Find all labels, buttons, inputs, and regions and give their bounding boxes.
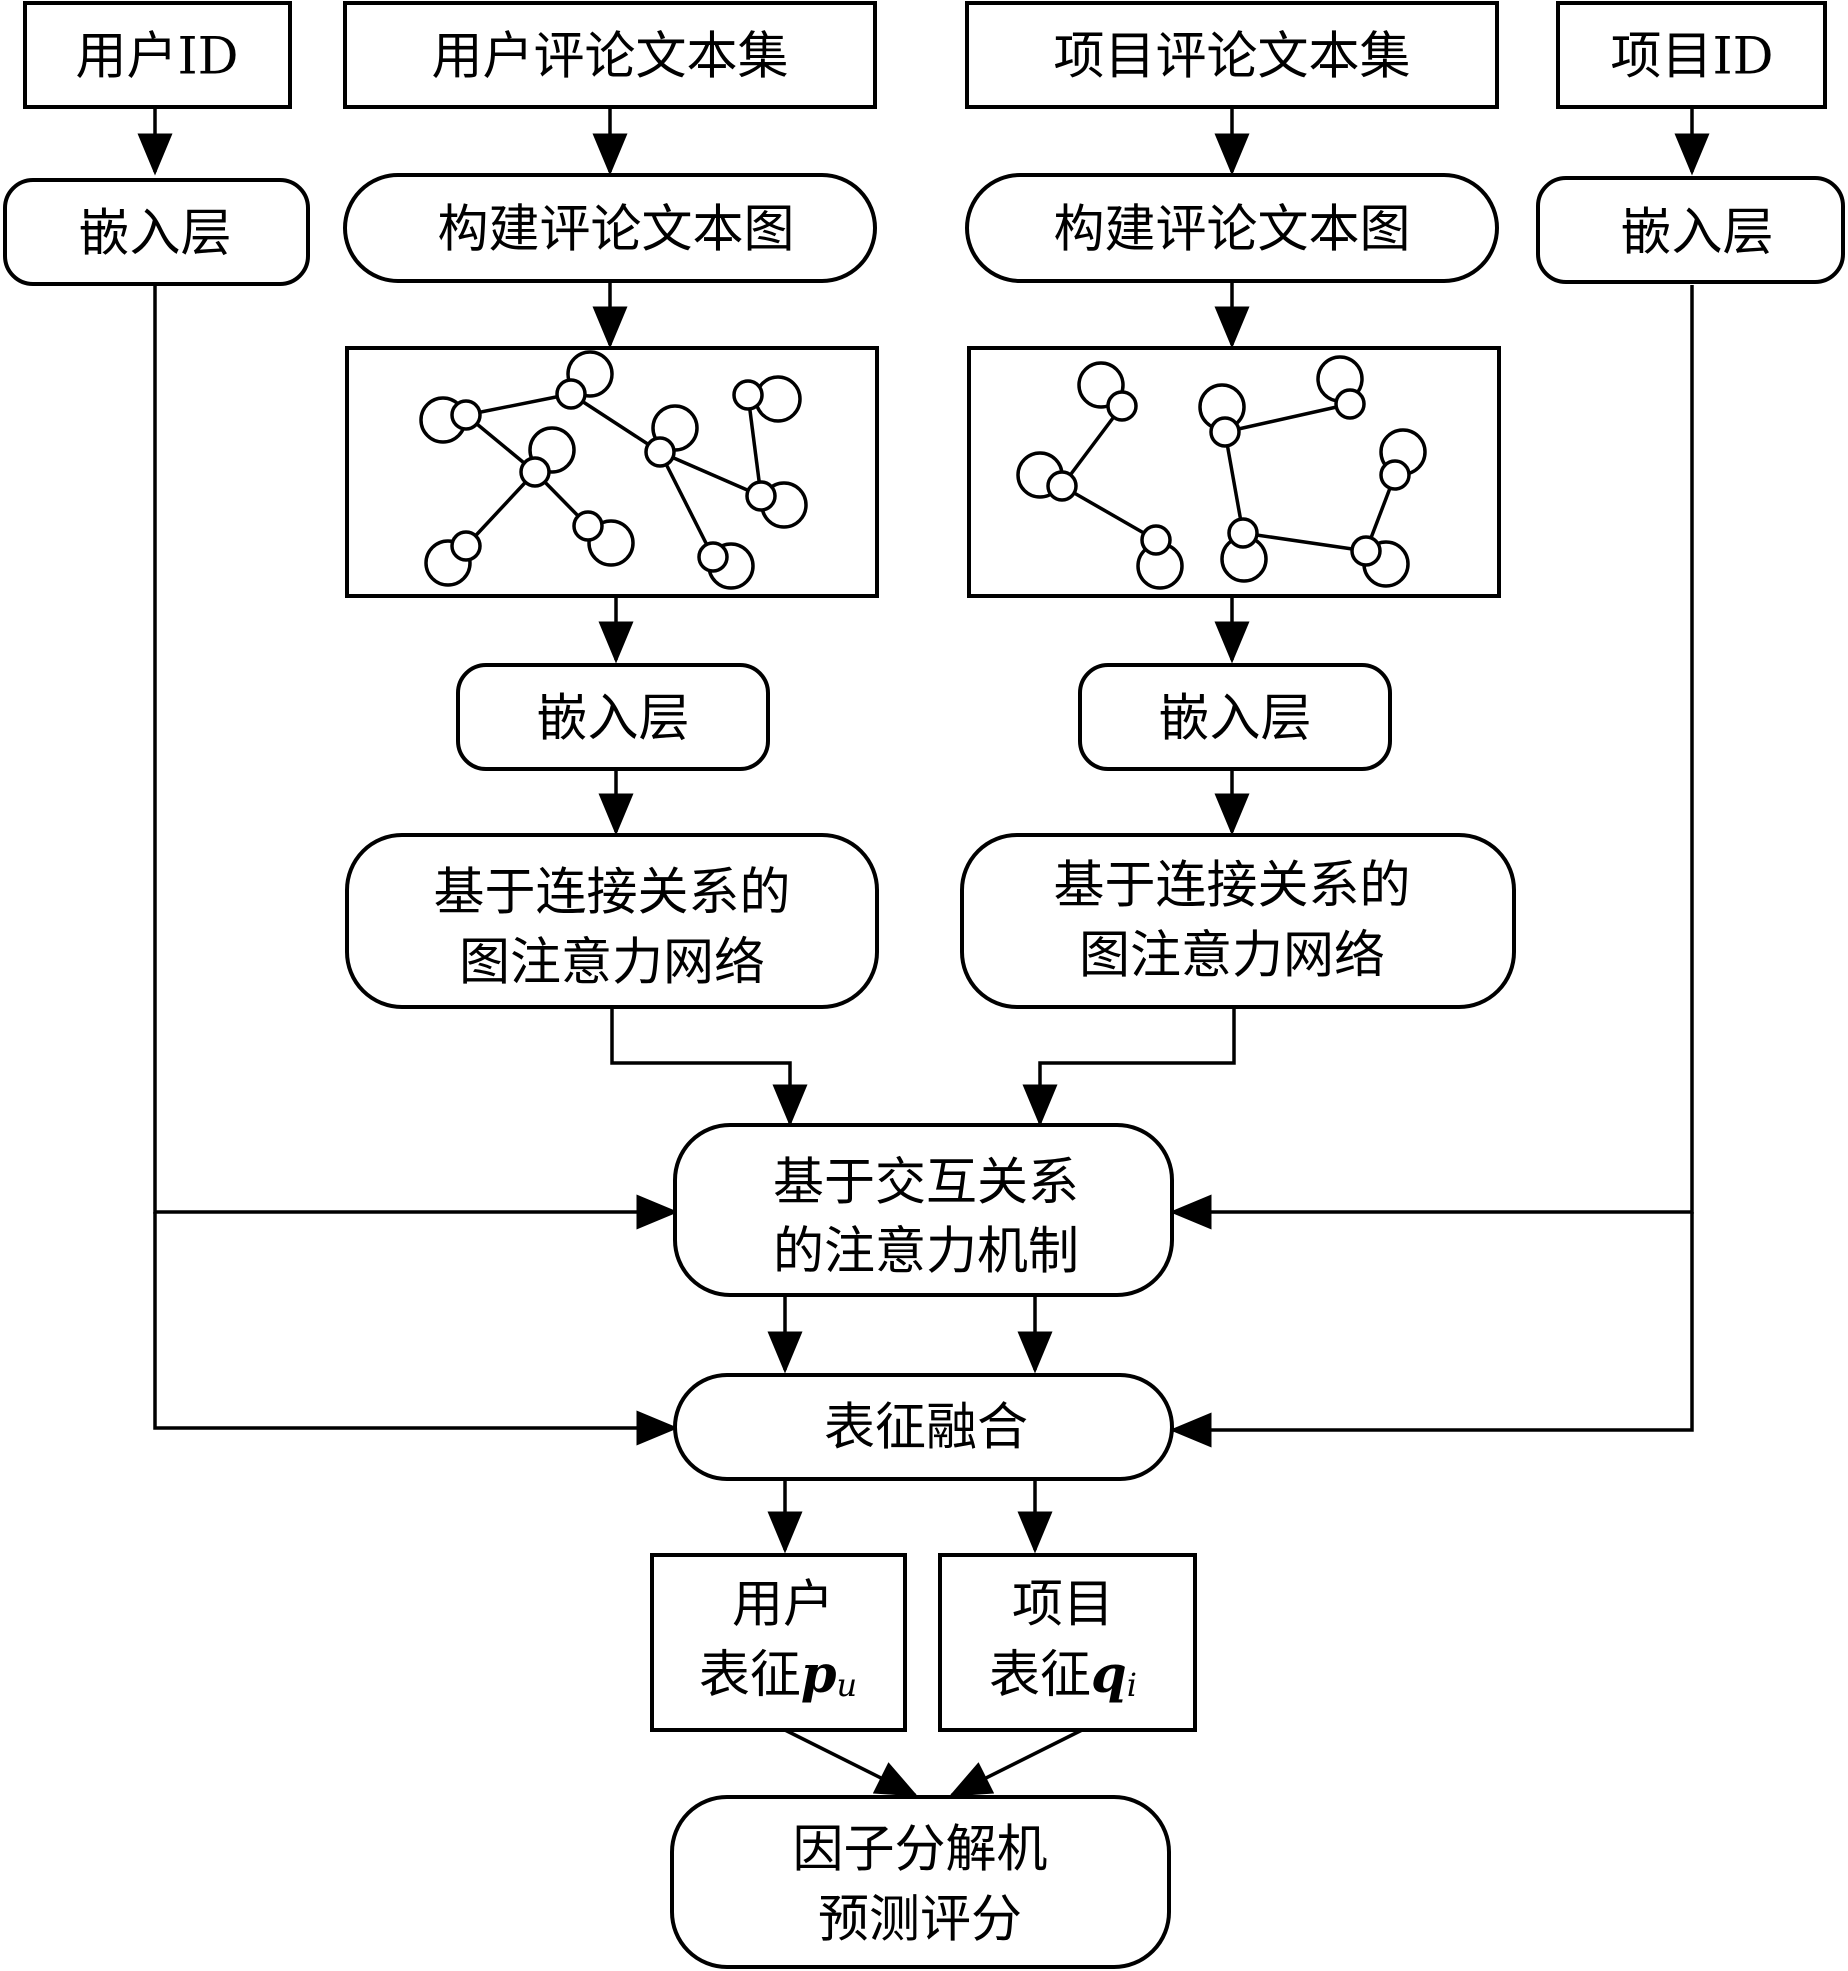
item-output-line2-text: 表征 xyxy=(989,1646,1091,1705)
input-user-reviews-label: 用户评论文本集 xyxy=(431,28,788,87)
item-subscript: i xyxy=(1127,1666,1137,1704)
user-graph-embedding-layer: 嵌入层 xyxy=(456,663,770,771)
input-user-id-label: 用户ID xyxy=(75,28,238,87)
user-subscript: u xyxy=(837,1666,858,1704)
item-build-graph-label: 构建评论文本图 xyxy=(1053,201,1410,260)
attention-line1: 基于交互关系 xyxy=(773,1154,1079,1213)
user-symbol: p xyxy=(801,1645,837,1705)
user-graph-nodes xyxy=(450,378,777,573)
item-graph-nodes xyxy=(1046,388,1411,567)
item-embedding-label: 嵌入层 xyxy=(1620,204,1773,263)
user-embedding-label: 嵌入层 xyxy=(78,205,231,264)
item-output-line1: 项目 xyxy=(1012,1576,1114,1635)
factorization-machine-prediction: 因子分解机 预测评分 xyxy=(670,1795,1171,1969)
edge-user-embedding-to-fusion xyxy=(153,1212,679,1446)
edge-item-output-to-prediction xyxy=(948,1728,1083,1797)
item-embedding-layer: 嵌入层 xyxy=(1536,176,1845,284)
user-output-line2: 表征pu xyxy=(699,1645,857,1705)
item-review-graph-panel xyxy=(967,346,1501,598)
input-item-id-label: 项目ID xyxy=(1610,28,1773,87)
fusion-label: 表征融合 xyxy=(824,1399,1028,1458)
input-item-reviews-label: 项目评论文本集 xyxy=(1053,28,1410,87)
edge-user-output-to-prediction xyxy=(784,1728,919,1797)
edge-item-gat-to-attention xyxy=(1022,1008,1236,1127)
input-item-id: 项目ID xyxy=(1556,1,1827,109)
item-build-graph: 构建评论文本图 xyxy=(965,173,1499,283)
representation-fusion: 表征融合 xyxy=(673,1373,1174,1481)
prediction-line1: 因子分解机 xyxy=(792,1821,1047,1880)
item-gat-line2: 图注意力网络 xyxy=(1079,927,1385,986)
item-representation-output: 项目 表征qi xyxy=(938,1553,1197,1732)
edges xyxy=(137,108,1710,1797)
input-user-id: 用户ID xyxy=(23,1,292,109)
prediction-line2: 预测评分 xyxy=(818,1891,1022,1950)
user-embedding-layer: 嵌入层 xyxy=(3,178,310,286)
user-graph-embedding-label: 嵌入层 xyxy=(536,690,689,749)
edge-user-gat-to-attention xyxy=(610,1008,808,1127)
item-output-line2: 表征qi xyxy=(989,1645,1137,1705)
user-output-line2-text: 表征 xyxy=(699,1646,801,1705)
item-graph-attention-network: 基于连接关系的 图注意力网络 xyxy=(960,833,1516,1009)
interaction-attention-mechanism: 基于交互关系 的注意力机制 xyxy=(673,1123,1174,1297)
item-gat-line1: 基于连接关系的 xyxy=(1053,857,1410,916)
user-output-line1: 用户 xyxy=(732,1576,834,1635)
item-symbol: q xyxy=(1091,1645,1127,1705)
edge-item-embedding-to-fusion xyxy=(1169,1212,1694,1448)
item-graph-embedding-layer: 嵌入层 xyxy=(1078,663,1392,771)
user-graph-attention-network: 基于连接关系的 图注意力网络 xyxy=(345,833,879,1009)
item-graph-embedding-label: 嵌入层 xyxy=(1158,690,1311,749)
user-build-graph-label: 构建评论文本图 xyxy=(437,201,794,260)
user-review-graph-panel xyxy=(345,346,879,598)
user-build-graph: 构建评论文本图 xyxy=(343,173,877,283)
attention-line2: 的注意力机制 xyxy=(773,1223,1079,1282)
user-gat-line1: 基于连接关系的 xyxy=(433,864,790,923)
input-item-reviews: 项目评论文本集 xyxy=(965,1,1499,109)
user-representation-output: 用户 表征pu xyxy=(650,1553,907,1732)
input-user-reviews: 用户评论文本集 xyxy=(343,1,877,109)
user-gat-line2: 图注意力网络 xyxy=(459,934,765,993)
